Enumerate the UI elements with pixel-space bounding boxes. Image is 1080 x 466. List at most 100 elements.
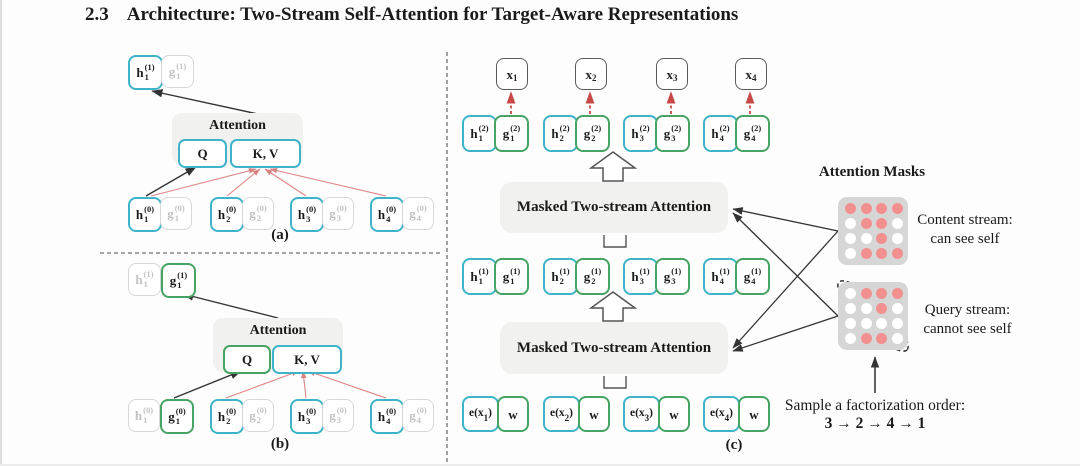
node-g4-0: g(0)4 [402,399,434,432]
content-stream-mask [838,197,908,265]
node-h3-0: h(0)3 [290,399,324,434]
node-h2-2: h(2)2 [543,115,578,152]
attention-label-b: Attention [249,323,307,338]
mask-dot-blocked [891,303,903,314]
node-h1-1: h(1)1 [462,258,497,295]
section-number: 2.3 [85,4,109,25]
block-arrow-up-1 [588,151,638,182]
mask-dot-visible [876,288,887,299]
mask-dot-blocked [860,233,872,244]
arrow-h1-to-kv-a [150,168,257,197]
mask-dot-visible [891,288,903,299]
mask-dot-blocked [891,233,903,244]
node-h3-2: h(2)3 [623,115,658,152]
content-stream-caption: Content stream: can see self [917,212,1013,247]
node-h4-0: h(0)4 [370,197,404,232]
node-g1-0: g(0)1 [160,399,194,434]
node-g3-2: g(2)3 [655,115,690,152]
mask-dot-blocked [891,218,903,229]
mask-dot-visible [845,203,856,214]
kv-box-a: K, V [230,139,301,168]
node-g1-0: g(0)1 [160,197,192,230]
section-title: Architecture: Two-Stream Self-Attention … [126,4,739,25]
mask-dot-blocked [891,333,903,344]
bracket-2 [603,376,627,389]
arrow-h2-to-kv-a [226,168,261,197]
node-g3-0: g(0)3 [322,197,354,230]
bracket-1 [603,235,627,248]
mask-dot-blocked [845,303,856,314]
node-h2-0: h(0)2 [210,399,244,434]
arrow-attn-to-g1-b [182,292,279,319]
factorization-order: Sample a factorization order: 3 → 2 → 4 … [784,397,966,432]
node-h2-0: h(0)2 [210,197,244,232]
node-h3-0: h(0)3 [290,197,324,232]
mask-dot-blocked [845,233,856,244]
node-g3-1: g(1)3 [655,258,690,295]
node-h1-1: h(1)1 [128,55,163,90]
node-g3-0: g(0)3 [322,399,354,432]
query-stream-caption: Query stream: cannot see self [923,302,1012,337]
node-h1-1: h(1)1 [128,263,161,296]
node-g2-1: g(1)2 [575,258,610,295]
arrow-h4-to-kv-a [269,167,387,197]
kv-box-b: K, V [272,345,342,374]
attention-block-a: Attention Q K, V [172,113,303,168]
node-h1-0: h(0)1 [128,197,162,232]
node-w: w [497,396,529,432]
mask-dot-visible [860,218,872,229]
mask-dot-visible [860,333,872,344]
node-h4-1: h(1)4 [703,258,738,295]
block-arrow-up-2 [588,291,638,322]
mask-dot-visible [876,203,887,214]
mask-dot-blocked [860,303,872,314]
panel-label-a: (a) [271,227,289,243]
panel-label-c: (c) [725,437,743,453]
mask-dot-blocked [845,248,856,259]
mask-dot-blocked [845,318,856,329]
mask-dot-visible [860,248,872,259]
mask-dot-visible [891,203,903,214]
arrow-attn-to-h1-a [151,89,259,115]
mask-dot-visible [876,218,887,229]
mask-dot-blocked [845,218,856,229]
arrow-h3-to-kv-a [264,168,307,197]
masked-attention-2: Masked Two-stream Attention [500,322,728,374]
masked-attention-1: Masked Two-stream Attention [500,182,728,233]
node-g4-0: g(0)4 [402,197,434,230]
node-h3-1: h(1)3 [623,258,658,295]
mask-dot-visible [876,233,887,244]
node-g2-2: g(2)2 [575,115,610,152]
panel-label-b: (b) [270,436,290,452]
section-heading: 2.3 Architecture: Two-Stream Self-Attenti… [85,4,738,26]
mask-dot-blocked [891,318,903,329]
node-h1-2: h(2)1 [462,115,497,152]
attention-block-b: Attention Q K, V [213,318,343,374]
node-h4-0: h(0)4 [370,399,404,434]
mask-dot-visible [876,248,887,259]
arrow-h1-to-q-a [145,166,197,197]
mask-dot-visible [876,303,887,314]
mask-dot-visible [860,203,872,214]
query-stream-mask [838,282,908,350]
node-g1-2: g(2)1 [494,115,529,152]
arrow-h4-to-kv-b [307,370,387,399]
mask-dot-blocked [845,288,856,299]
mask-dot-blocked [860,318,872,329]
node-g4-2: g(2)4 [735,115,770,152]
node-w: w [578,396,610,432]
mask-dot-visible [860,288,872,299]
node-g2-0: g(0)2 [242,399,274,432]
arrow-h3-to-kv-b [301,370,307,399]
node-g4-1: g(1)4 [735,258,770,295]
mask-dot-blocked [876,318,887,329]
